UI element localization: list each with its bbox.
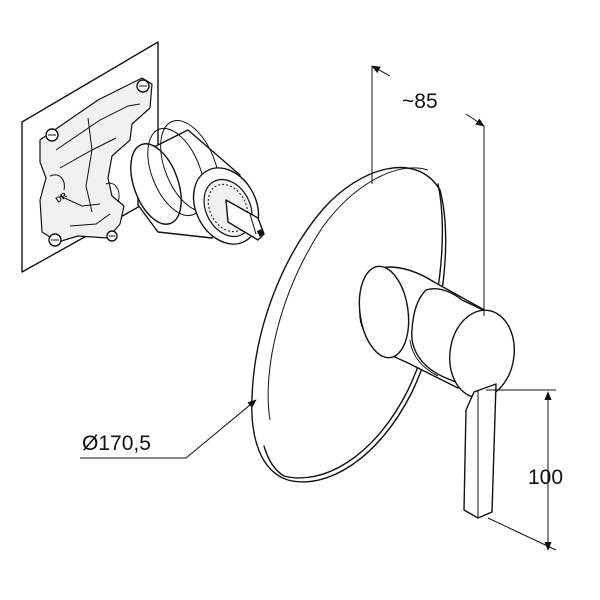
dimension-depth: ~85 bbox=[371, 65, 485, 316]
screw-icon bbox=[136, 79, 150, 93]
lever-length-label: 100 bbox=[528, 466, 563, 489]
screw-icon bbox=[45, 128, 59, 142]
cartridge bbox=[130, 120, 265, 245]
lever bbox=[463, 383, 497, 519]
screw-icon bbox=[48, 233, 62, 247]
depth-label: ~85 bbox=[402, 90, 438, 113]
valve-rough-in-body: DR bbox=[21, 41, 159, 273]
dimension-lever-length: 100 bbox=[486, 389, 563, 551]
screw-icon bbox=[106, 230, 118, 242]
dimension-diameter: Ø170,5 bbox=[80, 399, 257, 459]
trim-assembly bbox=[251, 166, 515, 519]
diameter-label: Ø170,5 bbox=[82, 432, 151, 455]
